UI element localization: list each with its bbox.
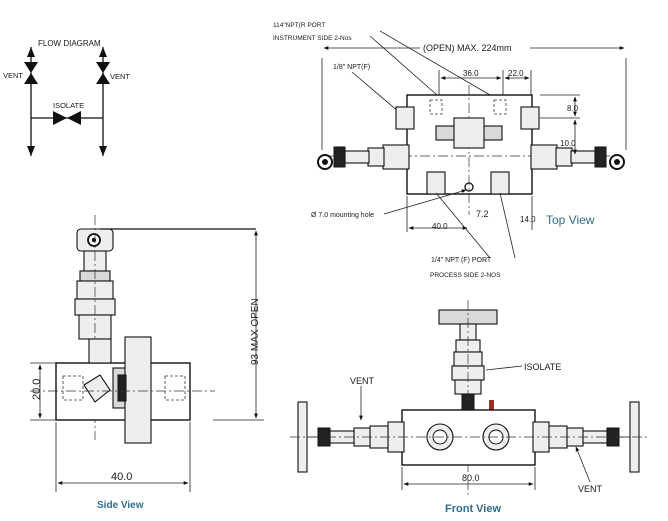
hidden-port-2: [493, 99, 507, 115]
instrument-port-label: 114"NPT(R PORT: [273, 22, 325, 29]
flow-left-vent-valve-lower: [24, 73, 38, 84]
process-side-label: PROCESS SIDE 2-NOS: [430, 272, 501, 279]
flow-vent-right-label: VENT: [110, 72, 130, 81]
dim-20: 20.0: [31, 379, 43, 400]
lower-fitting-right: [490, 171, 510, 195]
dim-7-2: 7.2: [476, 209, 489, 219]
dim-8: 8.0: [567, 104, 579, 113]
process-leader-1: [435, 192, 491, 259]
front-isolate-label: ISOLATE: [524, 362, 561, 372]
front-vent-top-label: VENT: [350, 376, 375, 386]
front-vent-bottom-label: VENT: [578, 484, 603, 494]
instrument-leader-1: [369, 35, 438, 96]
side-left-fitting-icon: [83, 374, 111, 403]
hidden-port-1: [429, 99, 443, 115]
lower-fitting-left: [426, 171, 446, 195]
dim-40-top: 40.0: [432, 222, 448, 231]
instrument-leader-2: [379, 30, 491, 96]
flow-left-vent-valve-icon: [24, 62, 38, 73]
process-port-label: 1/4" NPT (F) PORT: [431, 257, 492, 264]
upper-fitting-left: [395, 106, 415, 130]
open-max-label: (OPEN) MAX. 224mm: [423, 43, 512, 53]
right-vent-hex: [530, 144, 558, 170]
flow-right-arrow-bottom: [99, 146, 107, 156]
right-vent-handle-hub: [614, 159, 620, 165]
process-leader-2: [499, 192, 516, 259]
top-view-title: Top View: [546, 213, 595, 227]
flow-isolate-valve-icon: [53, 111, 67, 125]
flow-left-arrow-bottom: [27, 146, 35, 156]
upper-fitting-right: [520, 106, 540, 130]
dim-40-side: 40.0: [111, 471, 132, 483]
mounting-hole-leader: [383, 189, 467, 215]
left-vent-handle-hub: [322, 159, 328, 165]
flow-right-vent-valve-icon: [96, 62, 110, 73]
left-vent-cap: [333, 146, 346, 168]
front-view-title: Front View: [445, 503, 501, 515]
front-vent-bottom-leader: [575, 446, 591, 483]
left-vent-stem: [344, 150, 370, 164]
right-vent-nut: [555, 147, 573, 167]
side-vent-knob: [117, 374, 127, 402]
dim-80: 80.0: [462, 473, 480, 483]
side-view-title: Side View: [97, 500, 144, 511]
flow-right-vent-valve-lower: [96, 73, 110, 84]
side-hidden-port-left: [62, 375, 84, 401]
flow-isolate-valve-right: [67, 111, 81, 125]
flow-right-arrow-top: [99, 47, 107, 57]
right-vent-cap: [594, 146, 607, 168]
flow-diagram-title: FLOW DIAGRAM: [38, 39, 101, 48]
max-open-label: 93 MAX OPEN: [250, 298, 261, 365]
flow-isolate-label: ISOLATE: [53, 101, 84, 110]
flow-diagram: FLOW DIAGRAM VENT VENT ISOLATE: [3, 39, 130, 156]
side-stem-base: [88, 338, 112, 364]
side-handle-knob-hub: [91, 237, 97, 243]
flow-vent-left-label: VENT: [3, 71, 23, 80]
dim-36: 36.0: [463, 69, 479, 78]
mounting-hole-label: Ø 7.0 mounting hole: [311, 212, 374, 219]
front-view-body: [401, 409, 536, 466]
instrument-side-label: INSTRUMENT SIDE 2-Nos: [273, 35, 352, 42]
flow-left-arrow-top: [27, 47, 35, 57]
front-lock-pin: [489, 400, 494, 412]
dim-22: 22.0: [508, 69, 524, 78]
front-view: ISOLATE VENT 80.0 VENT Fro: [290, 300, 650, 515]
front-isolate-leader: [485, 365, 523, 371]
dim-14: 14.0: [520, 215, 536, 224]
side-vent-column: [124, 336, 152, 444]
side-view: 20.0 40.0 93 MAX OPEN Side View: [30, 215, 264, 511]
dim-10: 10.0: [560, 139, 576, 148]
npt-eighth-label: 1/8" NPT(F): [333, 64, 370, 71]
left-vent-nut: [367, 147, 385, 167]
left-vent-hex: [382, 144, 410, 170]
mounting-hole: [464, 182, 474, 192]
top-view-bonnet: [453, 117, 485, 149]
side-hidden-port-right: [164, 375, 186, 401]
top-view: 114"NPT(R PORT INSTRUMENT SIDE 2-Nos (OP…: [273, 22, 627, 279]
